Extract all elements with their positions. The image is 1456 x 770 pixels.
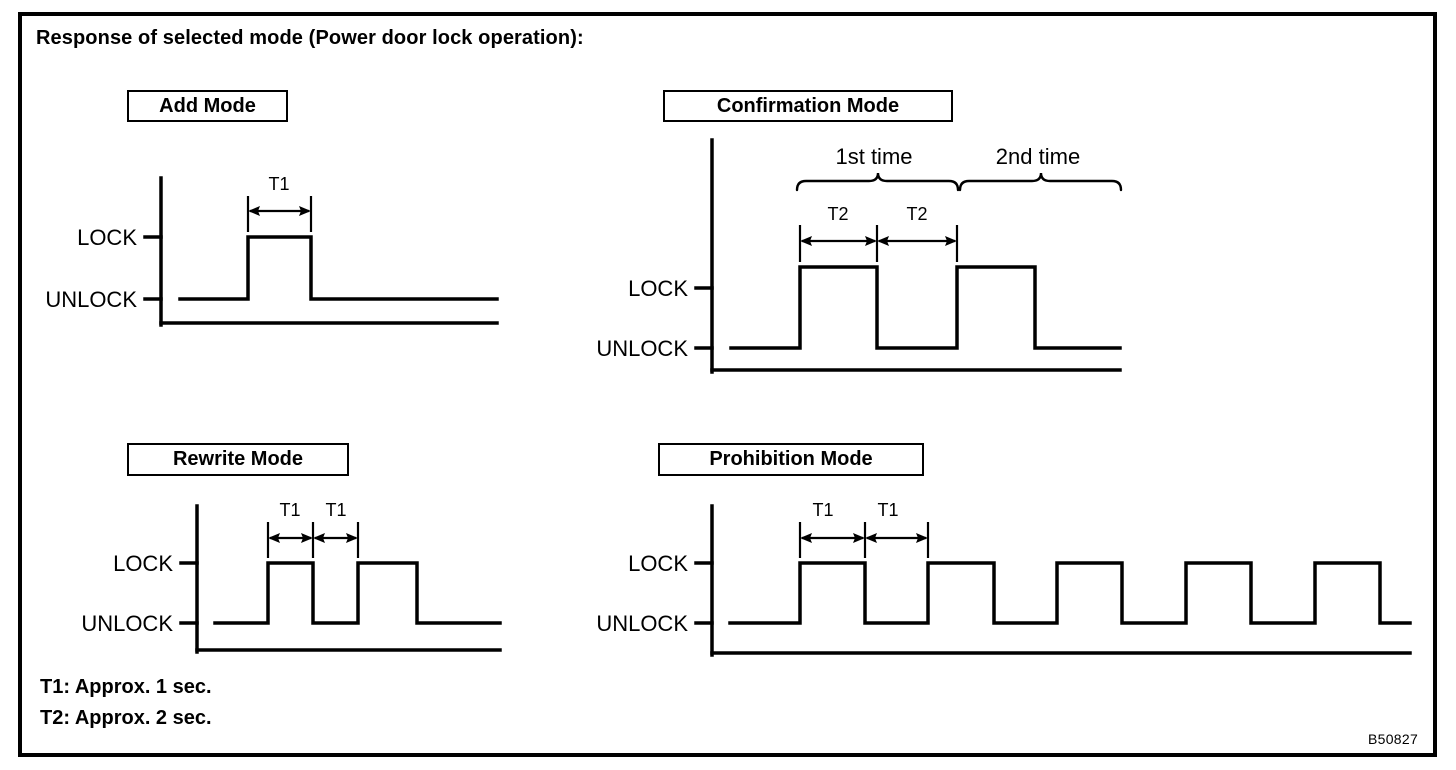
- diagram-frame: [18, 12, 1437, 757]
- mode-title-rewrite: Rewrite Mode: [127, 443, 349, 476]
- legend-t1: T1: Approx. 1 sec.: [40, 676, 212, 698]
- mode-title-confirmation: Confirmation Mode: [663, 90, 953, 122]
- legend: T1: Approx. 1 sec. T2: Approx. 2 sec.: [40, 672, 212, 734]
- legend-t2: T2: Approx. 2 sec.: [40, 707, 212, 729]
- reference-code: B50827: [1368, 731, 1419, 747]
- mode-title-add: Add Mode: [127, 90, 288, 122]
- page-title: Response of selected mode (Power door lo…: [36, 27, 584, 49]
- mode-title-prohibition: Prohibition Mode: [658, 443, 924, 476]
